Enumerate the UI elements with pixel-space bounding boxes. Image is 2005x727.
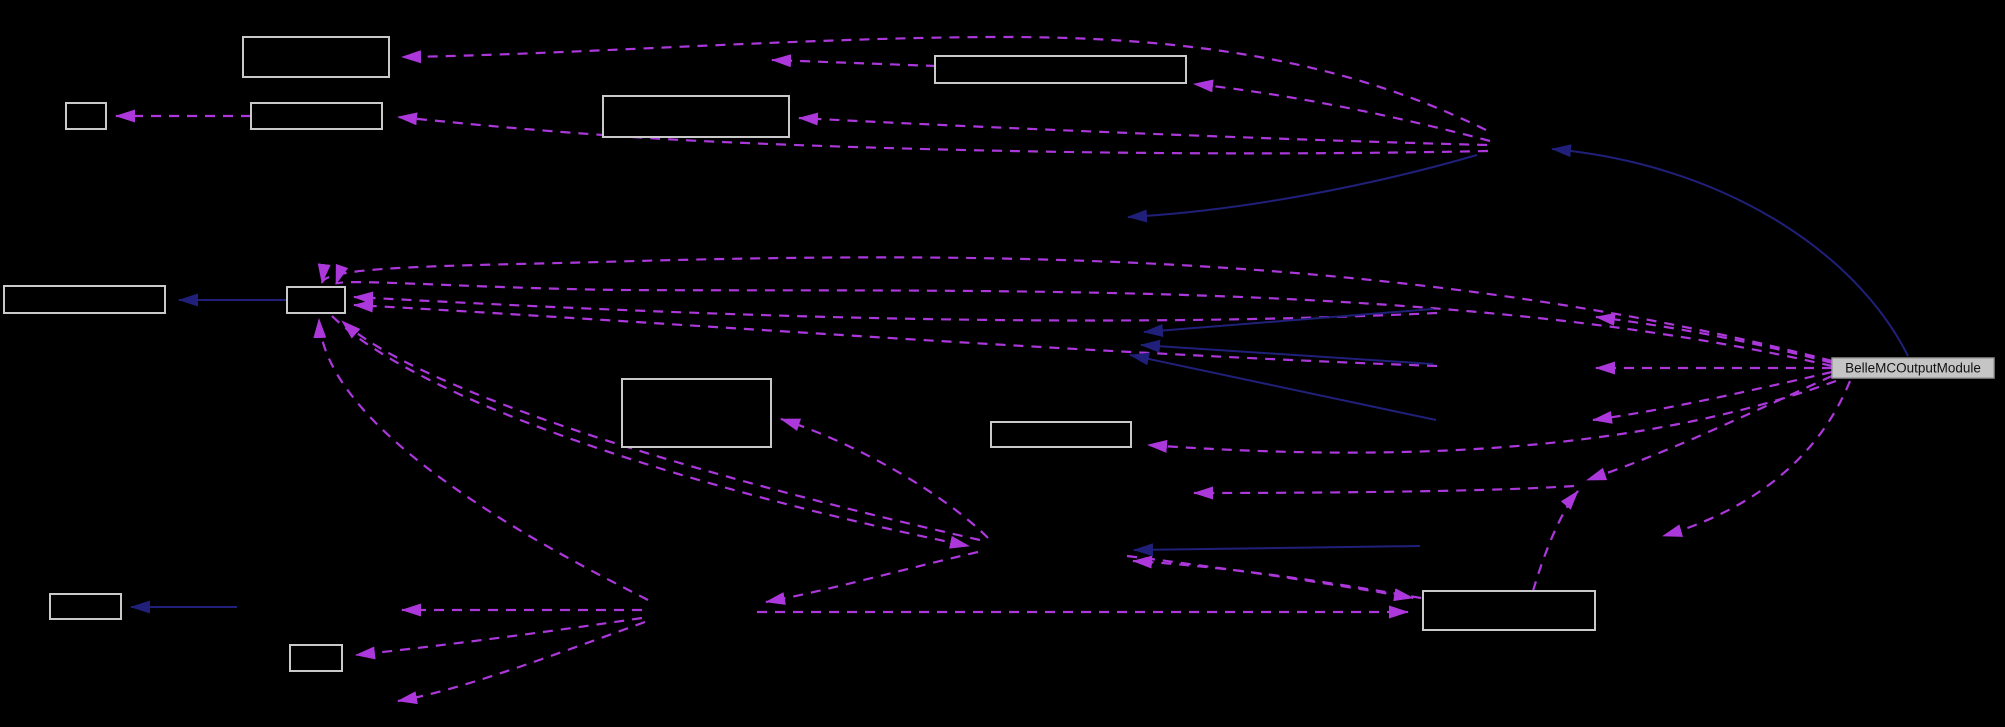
edge-hub1-to-box-a	[401, 35, 1487, 131]
edge-right4-to-hidden	[1193, 484, 1575, 500]
edge-hub2-to-box-l	[355, 616, 643, 660]
edge-right2-to-box-g	[353, 299, 1438, 368]
edge-right1-to-box-g	[353, 291, 1438, 322]
edge-right3-to-hidden-mid	[1129, 352, 1437, 421]
edge-center-to-box-g-2	[334, 263, 1833, 368]
box-h[interactable]	[621, 378, 772, 448]
edge-center-to-right1	[1595, 312, 1833, 365]
edge-center-to-box-g-1	[317, 256, 1833, 363]
edge-hub3-to-hub2	[765, 550, 979, 605]
box-c[interactable]	[250, 102, 383, 130]
edge-right2-to-hidden-mid	[1140, 339, 1434, 365]
edge-hub1-to-box-c	[397, 112, 1489, 155]
box-e[interactable]	[934, 55, 1187, 84]
edge-hub1-to-box-e	[1193, 79, 1491, 143]
edge-center-to-right3	[1592, 370, 1833, 424]
edge-box-g-to-hub3	[331, 315, 970, 549]
edge-center-to-box-i	[1147, 379, 1837, 454]
edge-right1-to-hidden-mid	[1143, 308, 1434, 337]
box-j[interactable]	[1422, 590, 1596, 631]
box-g[interactable]	[286, 286, 346, 314]
box-b[interactable]	[65, 102, 107, 130]
box-l[interactable]	[289, 644, 343, 672]
edge-center-to-right5	[1662, 380, 1852, 538]
edge-center-to-hub1	[1551, 144, 1909, 357]
edge-hub1-to-box-d	[798, 112, 1488, 147]
box-a[interactable]	[242, 36, 390, 78]
node-bellemcoutputmodule-label: BelleMCOutputModule	[1845, 361, 1981, 376]
node-bellemcoutputmodule[interactable]	[1831, 357, 1995, 379]
edge-box-e-to-hidden-top	[771, 54, 937, 68]
edge-hub2-to-hidden-bottom	[397, 620, 646, 705]
edge-hub2-to-box-g	[313, 318, 649, 601]
edge-hub1-to-hidden-mid	[1127, 154, 1478, 223]
box-f[interactable]	[3, 285, 166, 314]
box-i[interactable]	[990, 421, 1132, 448]
edge-box-j-to-right4	[1531, 490, 1579, 592]
edge-center-to-right4	[1586, 374, 1833, 482]
edge-hub3-to-box-h	[780, 417, 989, 539]
box-d[interactable]	[602, 95, 790, 138]
edge-box-j-to-hub3-solid	[1133, 543, 1421, 557]
box-k[interactable]	[49, 593, 122, 620]
edge-hub3-to-box-j	[1126, 554, 1414, 602]
